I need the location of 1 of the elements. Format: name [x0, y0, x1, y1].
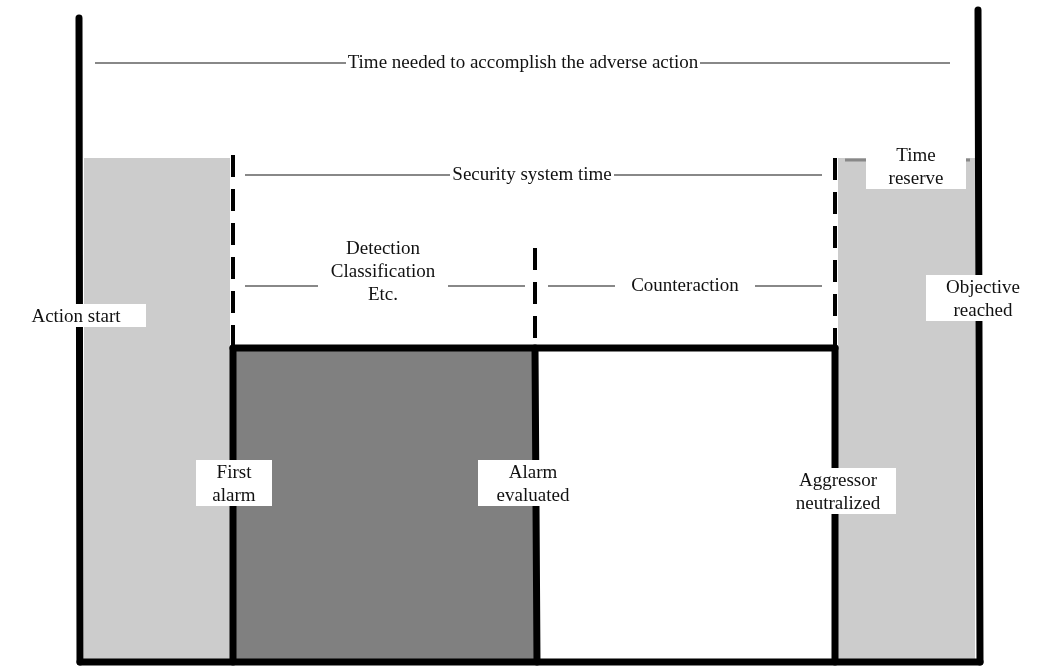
event-label: First alarm	[196, 460, 272, 507]
